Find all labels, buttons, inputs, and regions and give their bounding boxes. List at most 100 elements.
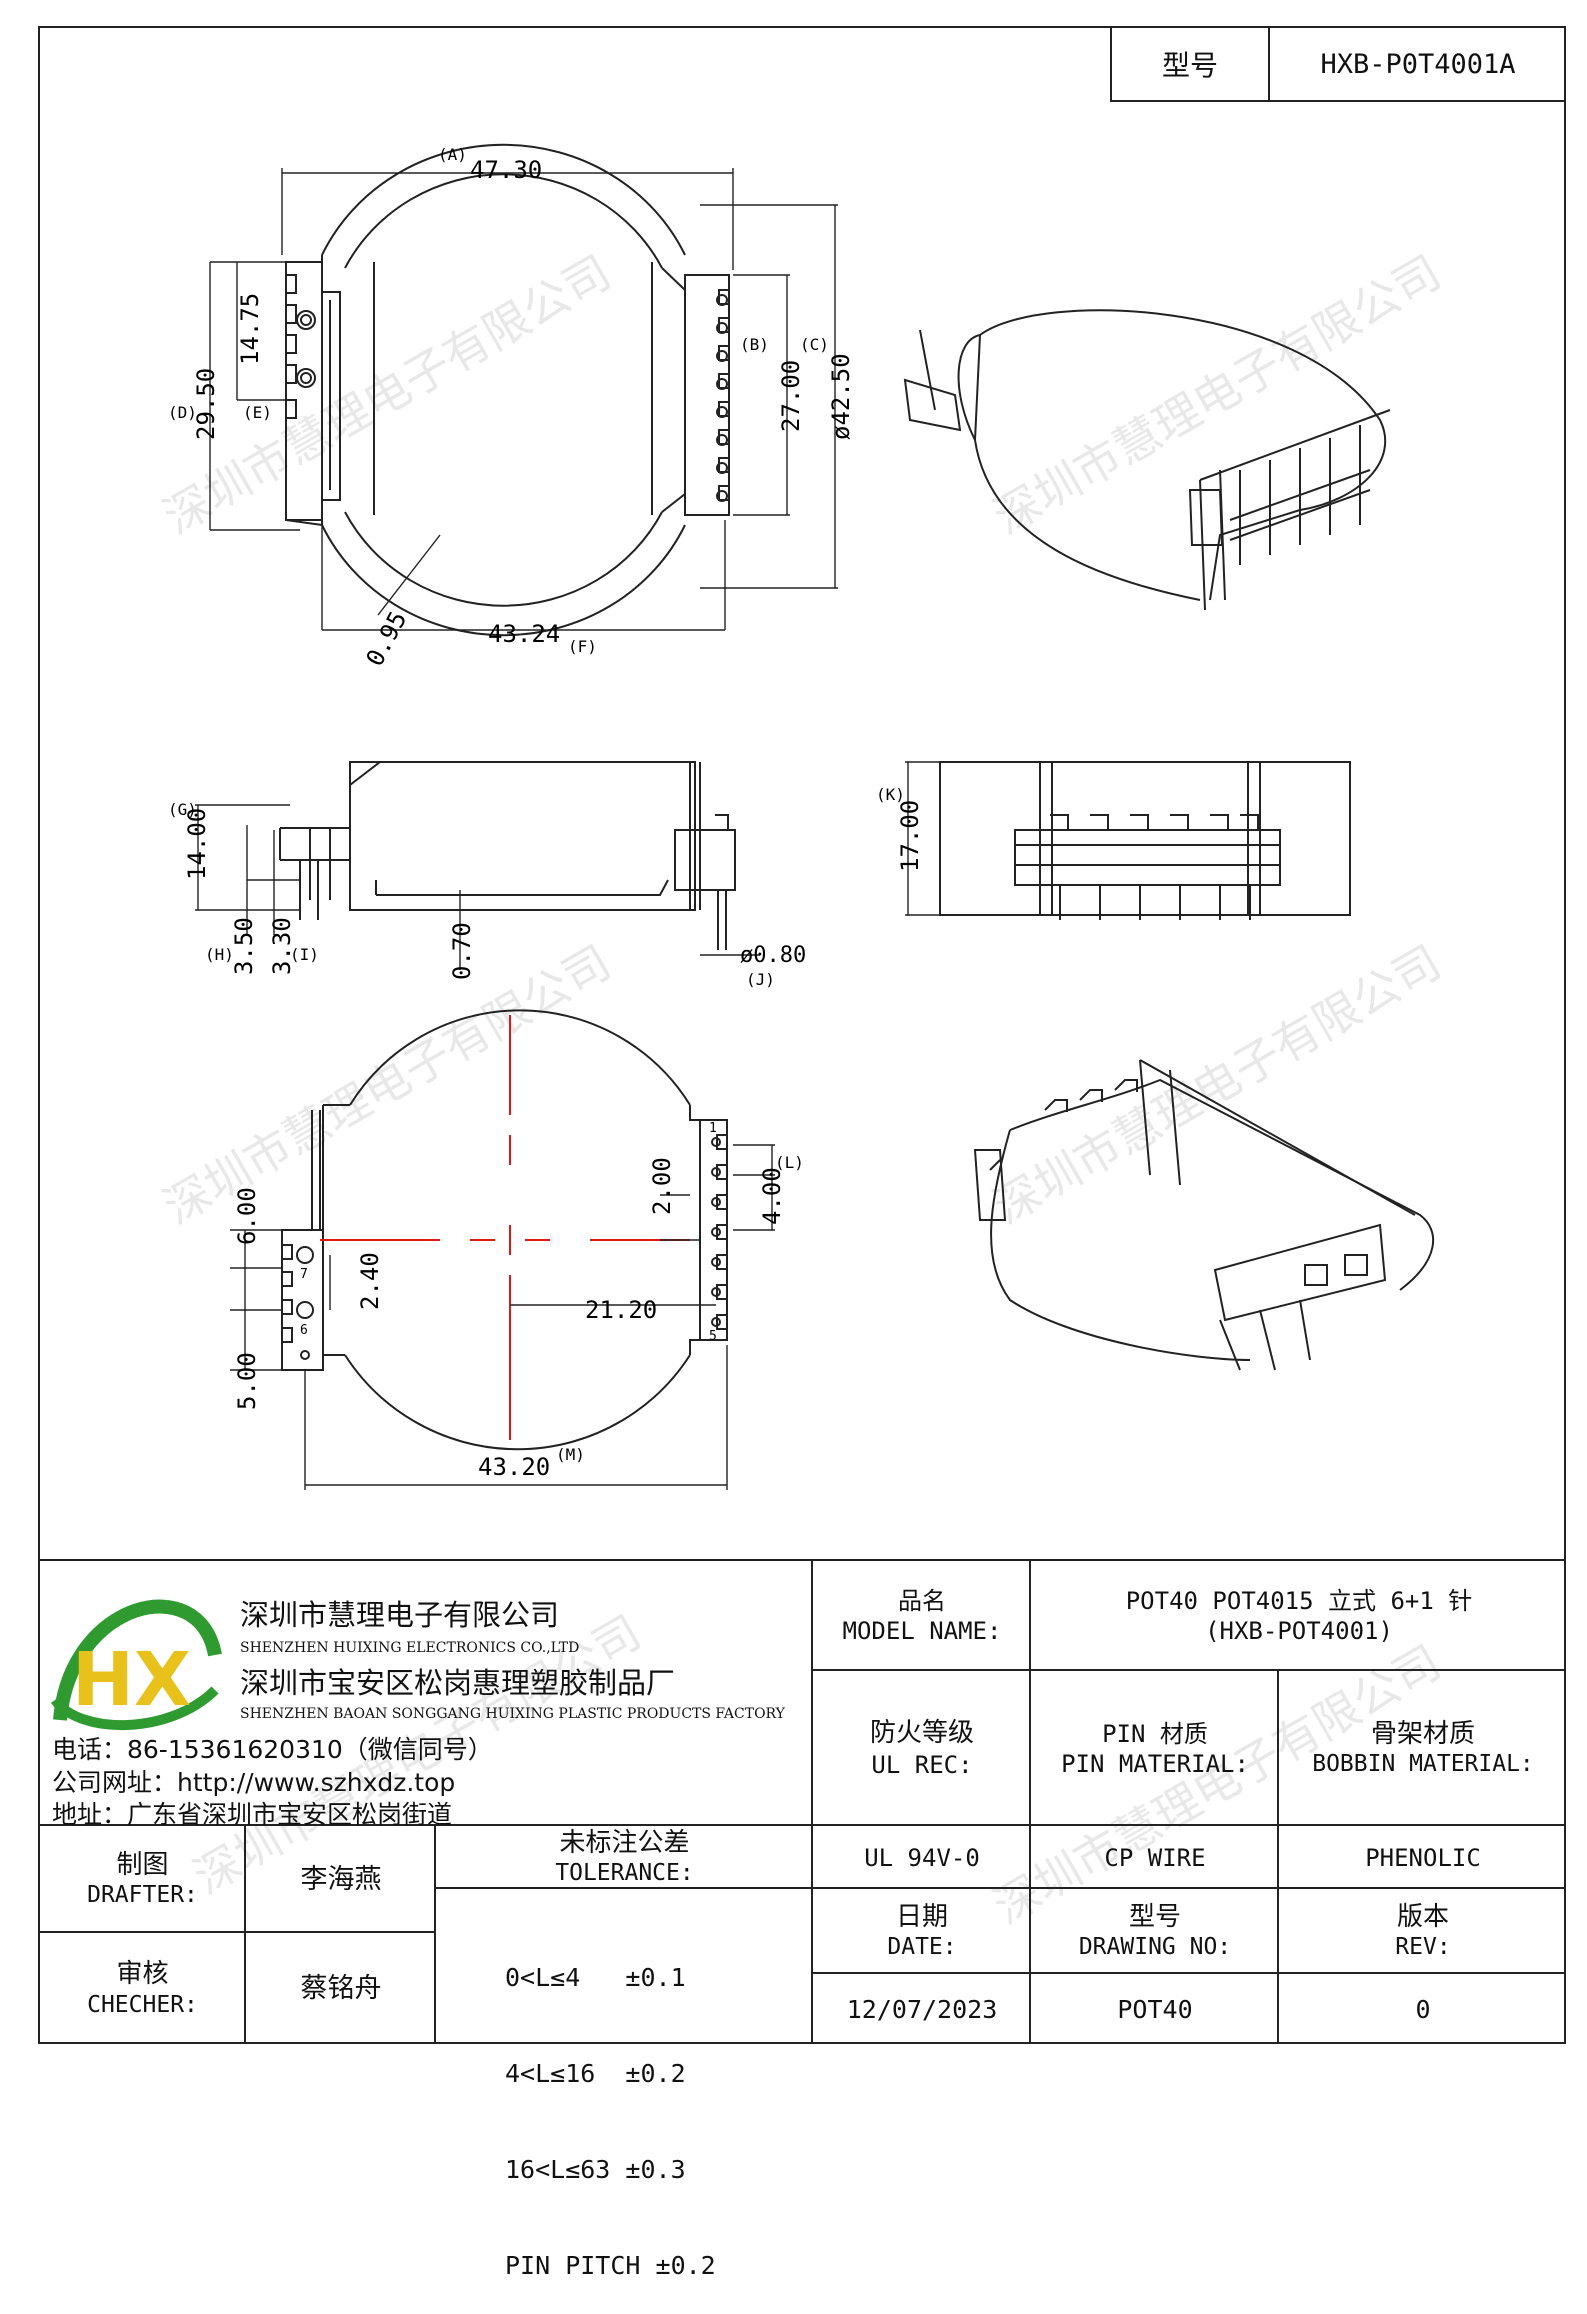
dim-i-value: 3.30 (268, 917, 296, 975)
dim-b-value: 27.00 (777, 360, 805, 432)
dim-pitch-4: 4.00 (758, 1167, 786, 1225)
tolerance-row: 16<L≤63 ±0.3 (505, 2155, 686, 2184)
top-view (285, 143, 730, 637)
ul-rec-label-en: UL REC: (871, 1750, 973, 1779)
company-website: 公司网址：http://www.szhxdz.top (52, 1768, 456, 1797)
bobbin-material-label-en: BOBBIN MATERIAL: (1312, 1751, 1534, 1778)
model-name-label-cn: 品名 (898, 1587, 946, 1615)
dim-f-value: 43.24 (488, 620, 560, 648)
date-label-en: DATE: (887, 1934, 957, 1961)
bobbin-material-label: 骨架材质 BOBBIN MATERIAL: (1280, 1672, 1566, 1825)
model-name-label-en: MODEL NAME: (842, 1617, 1002, 1645)
bobbin-material-value: PHENOLIC (1365, 1843, 1481, 1872)
dim-d-tag: (D) (168, 403, 197, 422)
dim-5: 5.00 (233, 1352, 261, 1410)
dim-k-value: 17.00 (896, 800, 924, 872)
top-view-dimensions (209, 168, 838, 631)
dim-m-tag: (M) (556, 1445, 585, 1464)
tolerance-row: 4<L≤16 ±0.2 (505, 2059, 686, 2088)
tolerance-label: 未标注公差 TOLERANCE: (437, 1827, 812, 1888)
drafter-label-en: DRAFTER: (87, 1882, 198, 1909)
date-label: 日期 DATE: (814, 1890, 1030, 1973)
tolerance-label-cn: 未标注公差 (559, 1827, 690, 1858)
dim-h-tag: (H) (205, 945, 234, 964)
dim-21-20: 21.20 (585, 1296, 657, 1324)
dim-h-value: 3.50 (230, 917, 258, 975)
bottom-view-dimensions (230, 1144, 775, 1490)
bobbin-material-label-cn: 骨架材质 (1370, 1718, 1475, 1749)
tolerance-table: 0<L≤4 ±0.1 4<L≤16 ±0.2 16<L≤63 ±0.3 PIN … (505, 1898, 716, 2314)
rev-label-en: REV: (1395, 1934, 1451, 1961)
svg-text:HX: HX (72, 1637, 191, 1723)
end-view-dimensions (905, 761, 945, 916)
dim-c-tag: (C) (800, 335, 829, 354)
drafter-label-cn: 制图 (116, 1849, 169, 1880)
drawing-no-label-en: DRAWING NO: (1078, 1934, 1232, 1961)
model-name-value: POT40 POT4015 立式 6+1 针 (HXB-POT4001) (1032, 1562, 1566, 1670)
checker-label-cn: 审核 (116, 1959, 169, 1990)
rev-label-cn: 版本 (1396, 1901, 1449, 1932)
dim-m-value: 43.20 (478, 1453, 550, 1481)
model-name-label: 品名 MODEL NAME: (814, 1562, 1030, 1670)
pin-7-label: 7 (300, 1267, 308, 1282)
side-view (279, 761, 736, 950)
checker-value: 蔡铭舟 (300, 1973, 382, 2005)
dim-b-tag: (B) (740, 335, 769, 354)
dim-a-value: 47.30 (470, 156, 542, 184)
ul-rec-value: UL 94V-0 (864, 1843, 980, 1872)
dim-a-tag: (A) (438, 145, 467, 164)
tolerance-row: 0<L≤4 ±0.1 (505, 1963, 686, 1992)
title-block-grid (38, 1559, 1566, 2044)
factory-name-cn: 深圳市宝安区松岗惠理塑胶制品厂 (240, 1666, 676, 1700)
model-name-value-line2: (HXB-POT4001) (1205, 1617, 1393, 1645)
ul-rec-label-cn: 防火等级 (869, 1718, 974, 1749)
date-value: 12/07/2023 (846, 1994, 998, 2024)
dim-2-40: 2.40 (356, 1252, 384, 1310)
drawing-no-value: POT40 (1117, 1994, 1193, 2024)
pin-material-value: CP WIRE (1104, 1843, 1206, 1872)
dim-f-tag: (F) (568, 637, 597, 656)
ul-rec-label: 防火等级 UL REC: (814, 1672, 1030, 1825)
dim-k-tag: (K) (876, 785, 905, 804)
dim-c-value: ø42.50 (827, 353, 855, 440)
side-view-dimensions (195, 804, 760, 970)
checker-label-en: CHECHER: (87, 1991, 198, 2018)
header-box (1110, 26, 1566, 102)
end-view (939, 761, 1351, 920)
checker-label: 审核 CHECHER: (40, 1934, 245, 2044)
dim-pitch-2: 2.00 (648, 1157, 676, 1215)
iso-view-bottom (973, 1059, 1434, 1371)
header-divider (1268, 26, 1270, 102)
dim-wall-thickness: 0.95 (361, 607, 413, 671)
dim-j-tag: (J) (746, 970, 775, 989)
company-phone: 电话：86-15361620310（微信同号） (52, 1735, 493, 1764)
pin-5-label: 5 (709, 1329, 717, 1344)
drafter-value: 李海燕 (300, 1863, 382, 1895)
dim-g-tag: (G) (168, 800, 197, 819)
company-name-cn: 深圳市慧理电子有限公司 (240, 1598, 560, 1632)
pin-material-label-en: PIN MATERIAL: (1061, 1749, 1249, 1778)
dim-l-tag: (L) (775, 1153, 804, 1172)
tolerance-row: PIN PITCH ±0.2 (505, 2251, 716, 2280)
dim-d-value: 29.50 (192, 368, 220, 440)
rev-label: 版本 REV: (1280, 1890, 1566, 1973)
dim-e-tag: (E) (243, 403, 272, 422)
centerlines (320, 1015, 690, 1440)
drawing-frame (38, 26, 1566, 2044)
header-model-label: 型号 (1161, 48, 1218, 82)
model-name-value-line1: POT40 POT4015 立式 6+1 针 (1125, 1587, 1473, 1615)
dim-i-tag: (I) (290, 945, 319, 964)
dim-floor-value: 0.70 (448, 922, 476, 980)
company-logo: HX (50, 1599, 222, 1731)
company-address: 地址：广东省深圳市宝安区松岗街道 (52, 1800, 453, 1829)
dim-e-value: 14.75 (236, 293, 264, 365)
factory-name-en: SHENZHEN BAOAN SONGGANG HUIXING PLASTIC … (240, 1706, 785, 1722)
dim-g-value: 14.00 (183, 808, 211, 880)
pin-material-label-cn: PIN 材质 (1102, 1719, 1208, 1748)
pin-1-label: 1 (709, 1121, 717, 1136)
drafter-label: 制图 DRAFTER: (40, 1827, 245, 1932)
technical-drawing: (A) 47.30 (B) 27.00 (C) ø42.50 (D) 29.50… (38, 143, 1566, 2044)
dim-6: 6.00 (233, 1187, 261, 1245)
pin-6-label: 6 (300, 1323, 308, 1338)
pin-material-label: PIN 材质 PIN MATERIAL: (1032, 1672, 1278, 1825)
